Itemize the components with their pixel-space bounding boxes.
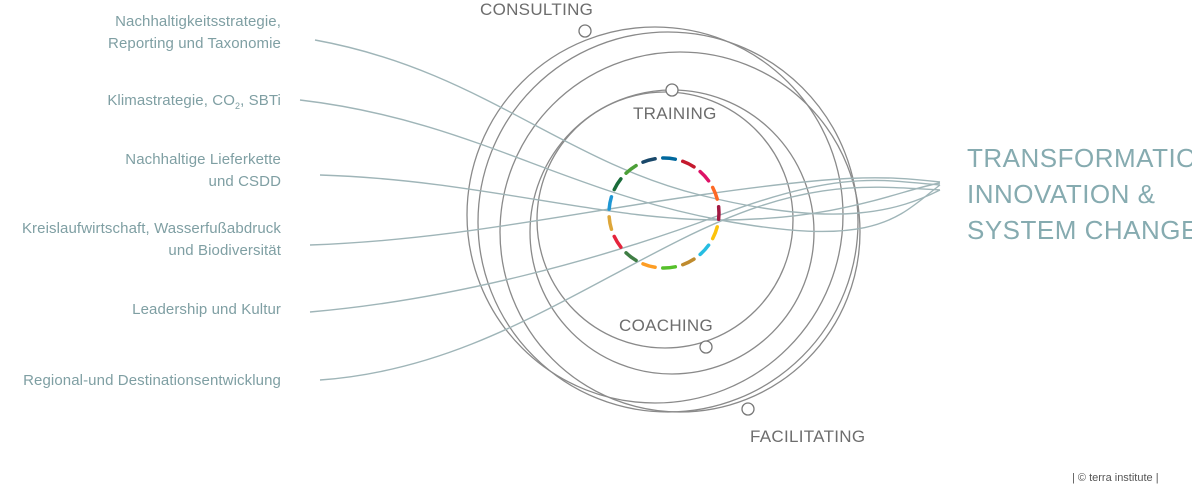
sdg-segment	[661, 156, 678, 161]
goal-title: TRANSFORMATION, INNOVATION & SYSTEM CHAN…	[967, 140, 1192, 248]
copyright: | © terra institute |	[1072, 472, 1159, 484]
topic-line: Nachhaltige Lieferkette	[125, 151, 281, 168]
sdg-ring	[607, 156, 721, 270]
topic-line: Kreislaufwirtschaft, Wasserfußabdruck	[21, 220, 281, 237]
sdg-segment	[624, 163, 638, 175]
facilitating-label: FACILITATING	[750, 427, 866, 446]
topic-leadership: Leadership und Kultur	[132, 299, 281, 321]
sdg-segment	[680, 159, 696, 169]
topic-subscript: 2	[235, 101, 241, 111]
sdg-segment	[607, 195, 614, 211]
coaching-node	[699, 340, 713, 354]
sdg-segment	[612, 177, 623, 192]
topic-line: Regional-und Destinationsentwicklung	[23, 372, 281, 389]
topic-line: und CSDD	[208, 173, 281, 190]
topic-line: Nachhaltigkeitsstrategie,	[115, 13, 281, 30]
sdg-segment	[698, 243, 711, 257]
sdg-segment	[624, 251, 638, 263]
flow-line	[299, 99, 941, 233]
topic-line: Leadership und Kultur	[132, 301, 281, 318]
coaching-ring	[536, 91, 794, 349]
consulting-ring	[466, 26, 844, 404]
goal-line: INNOVATION &	[967, 179, 1156, 209]
topic-sustainability-strategy: Nachhaltigkeitsstrategie, Reporting und …	[108, 11, 281, 55]
sdg-segment	[698, 169, 711, 183]
topic-line: und Biodiversität	[168, 242, 281, 259]
topic-supply-chain: Nachhaltige Lieferkette und CSDD	[125, 149, 281, 193]
topic-circular-economy: Kreislaufwirtschaft, Wasserfußabdruck un…	[22, 218, 281, 262]
sdg-segment	[710, 225, 719, 241]
flow-line	[309, 177, 941, 246]
sdg-segment	[680, 257, 696, 267]
topic-line: Klimastrategie, CO	[107, 92, 235, 109]
flow-line	[309, 179, 941, 313]
flow-line	[319, 174, 941, 221]
training-label: TRAINING	[633, 104, 717, 123]
sdg-segment	[612, 234, 623, 249]
facilitating-ring	[499, 51, 861, 413]
topic-line: , SBTi	[240, 92, 281, 109]
flow-line	[319, 186, 941, 381]
coaching-label: COACHING	[619, 316, 714, 335]
sdg-segment	[661, 265, 678, 270]
sdg-segment	[710, 185, 719, 201]
consulting-label: CONSULTING	[480, 0, 594, 19]
flow-line	[314, 39, 941, 215]
topic-line: Reporting und Taxonomie	[108, 35, 281, 52]
training-node	[665, 83, 679, 97]
facilitating-node	[741, 402, 755, 416]
goal-line: TRANSFORMATION,	[967, 143, 1192, 173]
goal-line: SYSTEM CHANGE	[967, 215, 1192, 245]
topic-climate-strategy: Klimastrategie, CO2, SBTi	[107, 90, 281, 117]
topic-regional-development: Regional-und Destinationsentwicklung	[23, 370, 281, 392]
sdg-segment	[641, 156, 657, 164]
sdg-segment	[607, 215, 614, 231]
sdg-segment	[641, 262, 657, 270]
consulting-node	[578, 24, 592, 38]
